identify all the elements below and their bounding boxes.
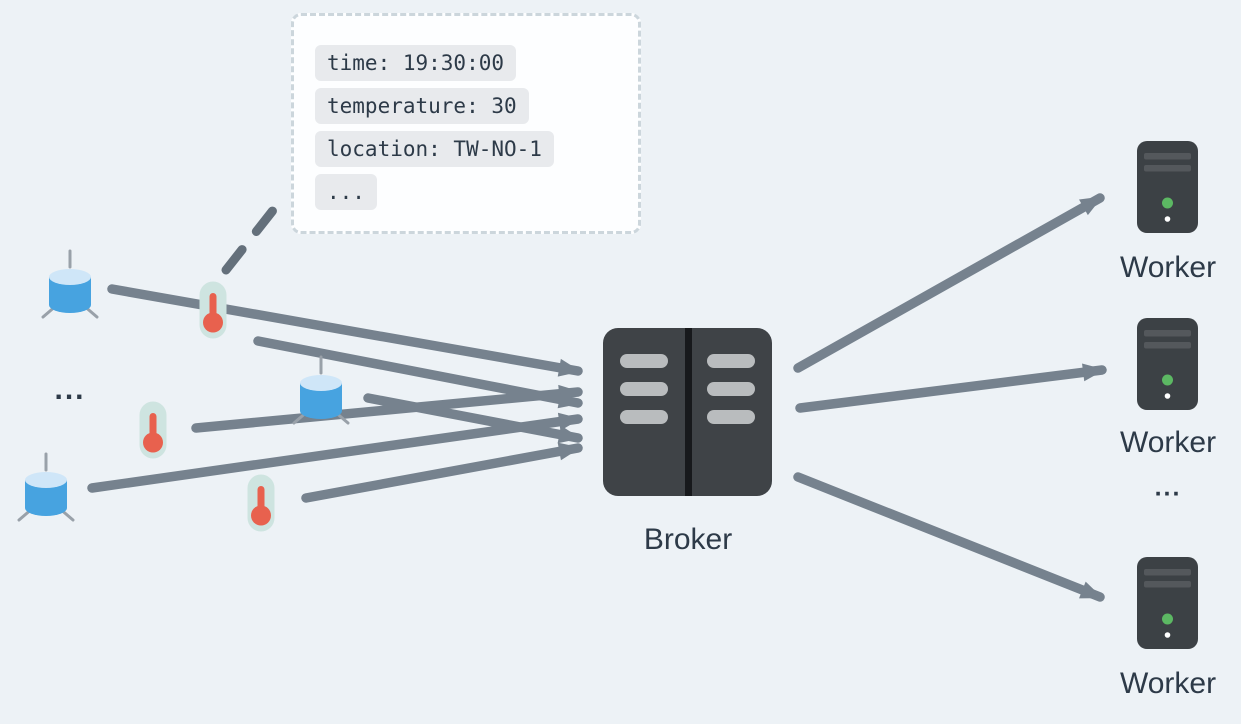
thermometer-icon — [139, 401, 167, 459]
thermometer-icon — [199, 281, 227, 339]
message-arrow — [793, 472, 1105, 602]
message-arrow — [301, 442, 583, 503]
message-arrow — [191, 384, 583, 433]
message-arrow — [87, 412, 583, 493]
worker-label: Worker — [1119, 251, 1217, 284]
iot-sensor-icon — [17, 452, 75, 522]
broker-label: Broker — [643, 523, 733, 556]
worker-server-icon — [1137, 141, 1198, 233]
message-field: ... — [315, 174, 377, 210]
more-workers-ellipsis: ... — [1154, 473, 1182, 502]
message-arrow — [793, 193, 1105, 373]
message-arrow — [107, 284, 583, 377]
callout-connector-line — [221, 199, 283, 275]
more-sensors-ellipsis: ... — [54, 373, 86, 406]
worker-label: Worker — [1119, 667, 1217, 700]
broker-server-icon — [603, 328, 772, 496]
message-callout: time: 19:30:00 temperature: 30 location: T… — [291, 13, 641, 234]
message-field: location: TW-NO-1 — [315, 131, 554, 167]
message-arrow — [363, 393, 583, 444]
worker-server-icon — [1137, 318, 1198, 410]
message-fields: time: 19:30:00 temperature: 30 location: T… — [315, 45, 638, 210]
arrows-layer — [87, 193, 1107, 602]
message-arrow — [253, 336, 583, 409]
message-arrow — [795, 363, 1107, 413]
worker-label: Worker — [1119, 426, 1217, 459]
iot-sensor-icon — [41, 249, 99, 319]
iot-sensor-icon — [292, 355, 350, 425]
worker-server-icon — [1137, 557, 1198, 649]
callout-connector-layer — [221, 199, 283, 275]
thermometer-icon — [247, 474, 275, 532]
message-field: time: 19:30:00 — [315, 45, 517, 81]
message-field: temperature: 30 — [315, 88, 529, 124]
